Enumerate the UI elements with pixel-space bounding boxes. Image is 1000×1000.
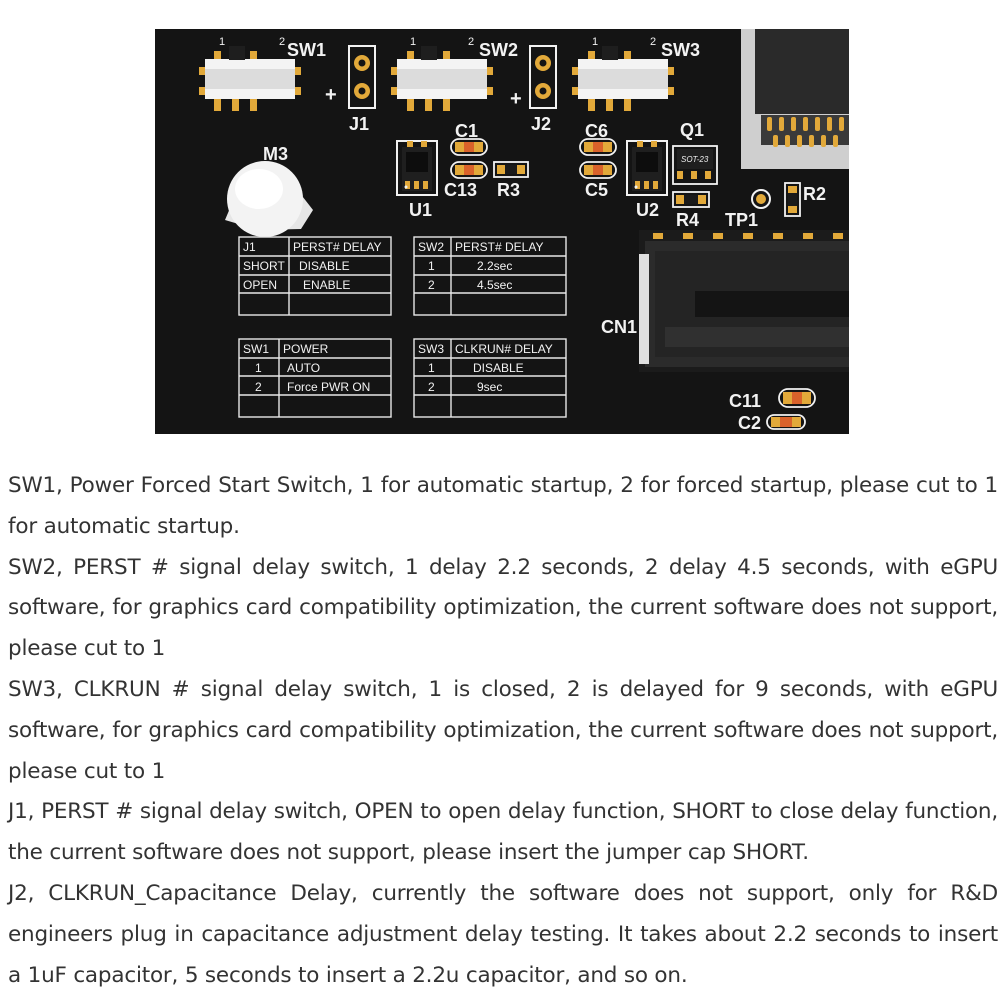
r3-label: R3 xyxy=(497,180,520,200)
c1-label: C1 xyxy=(455,121,478,141)
table-sw3: SW3 CLKRUN# DELAY 1 DISABLE 2 9sec xyxy=(413,338,567,418)
sw2-pos1-label: 1 xyxy=(410,36,416,48)
m3-standoff: M3 xyxy=(225,144,313,237)
table-sw2-cell: 1 xyxy=(428,259,435,273)
table-sw3-header-2: CLKRUN# DELAY xyxy=(455,342,553,356)
u2-label: U2 xyxy=(636,200,659,220)
table-sw1-cell: Force PWR ON xyxy=(287,380,370,394)
table-sw1-cell: AUTO xyxy=(287,361,320,375)
table-sw2-cell: 2.2sec xyxy=(477,259,512,273)
connector-cn1: CN1 xyxy=(601,230,849,372)
pcb-board-svg: 1 2 SW1 + J1 1 2 SW2 + J2 xyxy=(155,29,849,434)
table-sw3-cell: 2 xyxy=(428,380,435,394)
sw2-label: SW2 xyxy=(479,40,518,60)
table-j1: J1 PERST# DELAY SHORT DISABLE OPEN ENABL… xyxy=(238,236,392,316)
table-j1-cell: ENABLE xyxy=(303,278,350,292)
description-sw3: SW3, CLKRUN # signal delay switch, 1 is … xyxy=(8,676,998,784)
j2-label: J2 xyxy=(531,114,551,134)
chip-u1: U1 xyxy=(396,140,438,220)
switch-sw1: 1 2 SW1 xyxy=(199,36,326,111)
testpoint-tp1: TP1 xyxy=(725,189,771,230)
table-j1-header-2: PERST# DELAY xyxy=(293,240,381,254)
description-j2: J2, CLKRUN_Capacitance Delay, currently … xyxy=(8,880,998,988)
sw1-pos2-label: 2 xyxy=(279,36,285,48)
table-sw3-cell: DISABLE xyxy=(473,361,524,375)
cn1-label: CN1 xyxy=(601,317,637,337)
sw1-label: SW1 xyxy=(287,40,326,60)
capacitor-c2: C2 xyxy=(738,413,806,433)
resistor-r4: R4 xyxy=(672,191,710,230)
table-sw2-cell: 4.5sec xyxy=(477,278,512,292)
transistor-q1: SOT-23 Q1 xyxy=(672,120,718,185)
table-sw2-header-1: SW2 xyxy=(418,240,444,254)
sw3-label: SW3 xyxy=(661,40,700,60)
capacitor-c5: C5 xyxy=(579,161,617,200)
table-sw3-cell: 9sec xyxy=(477,380,502,394)
capacitor-c11: C11 xyxy=(729,388,816,411)
q1-label: Q1 xyxy=(680,120,704,140)
sw3-pos1-label: 1 xyxy=(592,36,598,48)
c5-label: C5 xyxy=(585,180,608,200)
capacitor-c1: C1 xyxy=(450,121,488,156)
pcb-diagram: 1 2 SW1 + J1 1 2 SW2 + J2 xyxy=(155,29,849,434)
capacitor-c6: C6 xyxy=(579,121,617,156)
table-sw2-header-2: PERST# DELAY xyxy=(455,240,543,254)
q1-package-label: SOT-23 xyxy=(681,155,709,164)
description-sw2: SW2, PERST # signal delay switch, 1 dela… xyxy=(8,554,998,662)
c13-label: C13 xyxy=(444,180,477,200)
table-sw1-header-1: SW1 xyxy=(243,342,269,356)
sw1-pos1-label: 1 xyxy=(219,36,225,48)
c11-label: C11 xyxy=(729,391,761,411)
tp1-label: TP1 xyxy=(725,210,758,230)
table-sw3-header-1: SW3 xyxy=(418,342,444,356)
j1-polarity: + xyxy=(325,84,337,106)
table-sw1: SW1 POWER 1 AUTO 2 Force PWR ON xyxy=(238,338,392,418)
sw2-pos2-label: 2 xyxy=(468,36,474,48)
resistor-r3: R3 xyxy=(493,161,529,200)
chip-u2: U2 xyxy=(626,140,668,220)
sw3-pos2-label: 2 xyxy=(650,36,656,48)
description-sw1: SW1, Power Forced Start Switch, 1 for au… xyxy=(8,473,998,539)
resistor-r2: R2 xyxy=(784,182,826,217)
capacitor-c13: C13 xyxy=(444,161,488,200)
jumper-j2: + J2 xyxy=(510,45,557,134)
m3-label: M3 xyxy=(263,144,288,164)
c6-label: C6 xyxy=(585,121,608,141)
table-sw3-cell: 1 xyxy=(428,361,435,375)
table-sw1-cell: 2 xyxy=(255,380,262,394)
j2-polarity: + xyxy=(510,88,522,110)
r2-label: R2 xyxy=(803,184,826,204)
table-sw1-header-2: POWER xyxy=(283,342,329,356)
table-sw2-cell: 2 xyxy=(428,278,435,292)
description-text: SW1, Power Forced Start Switch, 1 for au… xyxy=(8,466,998,996)
table-j1-cell: DISABLE xyxy=(299,259,350,273)
c2-label: C2 xyxy=(738,413,761,433)
description-j1: J1, PERST # signal delay switch, OPEN to… xyxy=(8,799,998,866)
u1-label: U1 xyxy=(409,200,432,220)
j1-label: J1 xyxy=(349,114,369,134)
table-sw2: SW2 PERST# DELAY 1 2.2sec 2 4.5sec xyxy=(413,236,567,316)
table-sw1-cell: 1 xyxy=(255,361,262,375)
table-j1-header-1: J1 xyxy=(243,240,256,254)
top-connector xyxy=(741,29,849,189)
jumper-j1: + J1 xyxy=(325,45,376,134)
table-j1-cell: SHORT xyxy=(243,259,285,273)
r4-label: R4 xyxy=(676,210,699,230)
switch-sw3: 1 2 SW3 xyxy=(572,36,700,111)
table-j1-cell: OPEN xyxy=(243,278,277,292)
switch-sw2: 1 2 SW2 xyxy=(391,36,518,111)
